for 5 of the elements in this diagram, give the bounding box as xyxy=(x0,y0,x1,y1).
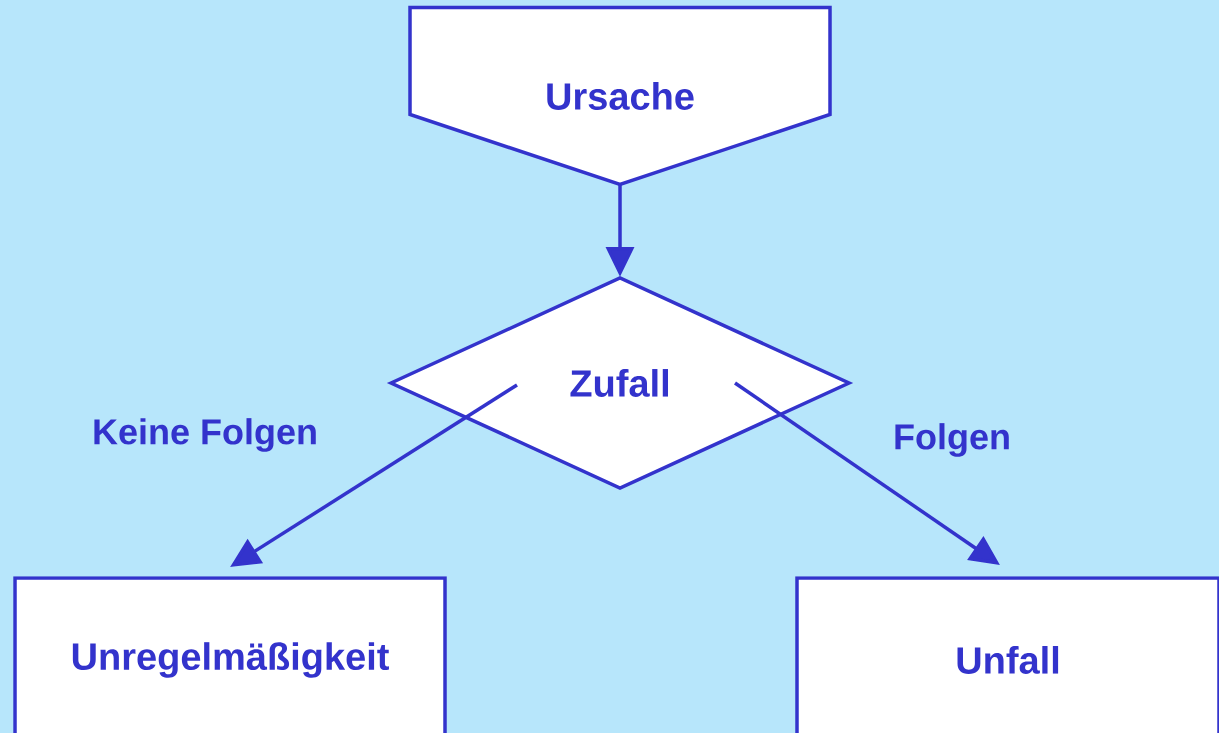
edge-label: Keine Folgen xyxy=(94,418,316,452)
pentagon-box: Ursache xyxy=(408,5,832,187)
process-box: Unfall xyxy=(795,576,1219,733)
process-box: Unregelmäßigkeit xyxy=(13,576,447,733)
edge-label: Folgen xyxy=(895,423,1009,457)
